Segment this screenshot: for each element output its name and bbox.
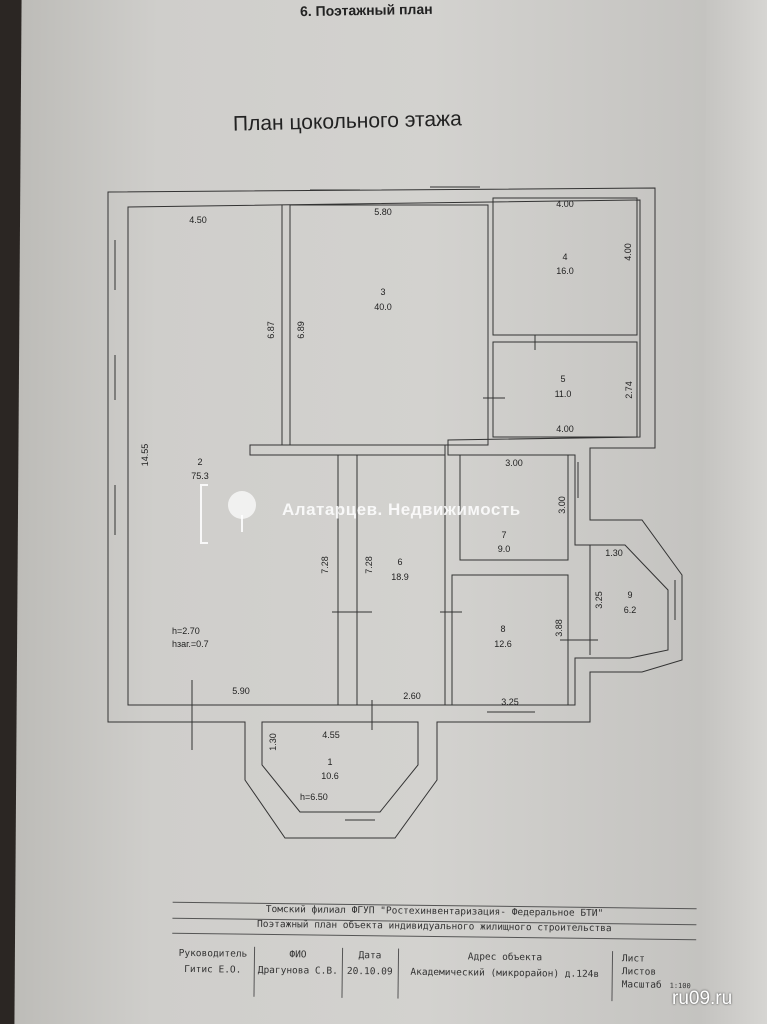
dim-label: 5.90 — [232, 686, 250, 696]
site-watermark: ru09.ru — [672, 988, 733, 1009]
scale-label: Масштаб — [621, 979, 662, 991]
dim-label: 6.89 — [296, 321, 306, 339]
room-5-area: 11.0 — [555, 389, 572, 399]
dim-label: 4.00 — [556, 424, 574, 434]
room-1-outline — [261, 721, 419, 813]
dim-label: 4.00 — [556, 199, 574, 209]
room-3-number: 3 — [380, 287, 385, 297]
room-4-area: 16.0 — [556, 266, 574, 276]
room-3-area: 40.0 — [374, 302, 392, 312]
dim-label: 6.87 — [266, 321, 276, 339]
room-4-outline — [492, 197, 638, 336]
dim-label: 3.88 — [554, 619, 564, 637]
dim-label: 14.55 — [140, 444, 150, 467]
head-label: Руководитель — [178, 947, 248, 960]
head-name: Гитис Е.О. — [184, 963, 242, 976]
room-9-number: 9 — [627, 590, 632, 600]
dim-label: 7.28 — [364, 556, 374, 574]
room-8-number: 8 — [500, 624, 505, 634]
dim-label: 1.30 — [605, 548, 623, 558]
fio-value: Драгунова С.В. — [257, 964, 338, 977]
dim-label: 4.55 — [322, 730, 340, 740]
room-1-number: 1 — [327, 757, 332, 767]
inner-wall — [127, 199, 669, 706]
dim-label: 3.00 — [505, 458, 523, 468]
room-7-area: 9.0 — [498, 544, 511, 554]
partition — [249, 444, 446, 456]
date-value: 20.10.09 — [346, 965, 393, 978]
room-5-outline — [492, 341, 638, 438]
dim-label: 3.25 — [594, 591, 604, 609]
room-1-area: 10.6 — [321, 771, 339, 781]
room-2-number: 2 — [197, 457, 202, 467]
height-note: hзаг.=0.7 — [172, 639, 209, 649]
address-value: Академический (микрорайон) д.124в — [410, 966, 600, 981]
room-6-area: 18.9 — [391, 572, 409, 582]
sheet-label: Лист — [621, 953, 645, 965]
title-block: Томский филиал ФГУП "Ростехинвентаризаци… — [171, 901, 697, 1008]
room-6-number: 6 — [397, 557, 402, 567]
height-note: h=6.50 — [300, 792, 328, 802]
watermark-logo — [200, 484, 256, 544]
room-3-outline — [289, 204, 489, 446]
dim-label: 1.30 — [268, 733, 278, 751]
dim-label: 3.00 — [557, 496, 567, 514]
room-7-outline — [459, 454, 569, 561]
sheets-label: Листов — [621, 966, 657, 978]
room-7-number: 7 — [501, 530, 506, 540]
fio-label: ФИО — [289, 949, 307, 961]
address-label: Адрес объекта — [467, 951, 543, 964]
dim-label: 5.80 — [374, 207, 392, 217]
height-note: h=2.70 — [172, 626, 200, 636]
dim-label: 4.00 — [623, 243, 633, 261]
room-8-area: 12.6 — [494, 639, 512, 649]
room-5-number: 5 — [560, 374, 565, 384]
room-4-number: 4 — [562, 252, 567, 262]
dim-label: 4.50 — [189, 215, 207, 225]
dim-label: 7.28 — [320, 556, 330, 574]
date-label: Дата — [358, 950, 382, 962]
dim-label: 2.74 — [624, 381, 634, 399]
room-2-area: 75.3 — [191, 471, 209, 481]
watermark-text: Алатарцев. Недвижимость — [282, 500, 521, 519]
room-9-area: 6.2 — [624, 605, 637, 615]
outer-wall — [107, 187, 683, 839]
dim-label: 2.60 — [403, 691, 421, 701]
dim-label: 3.25 — [501, 697, 519, 707]
